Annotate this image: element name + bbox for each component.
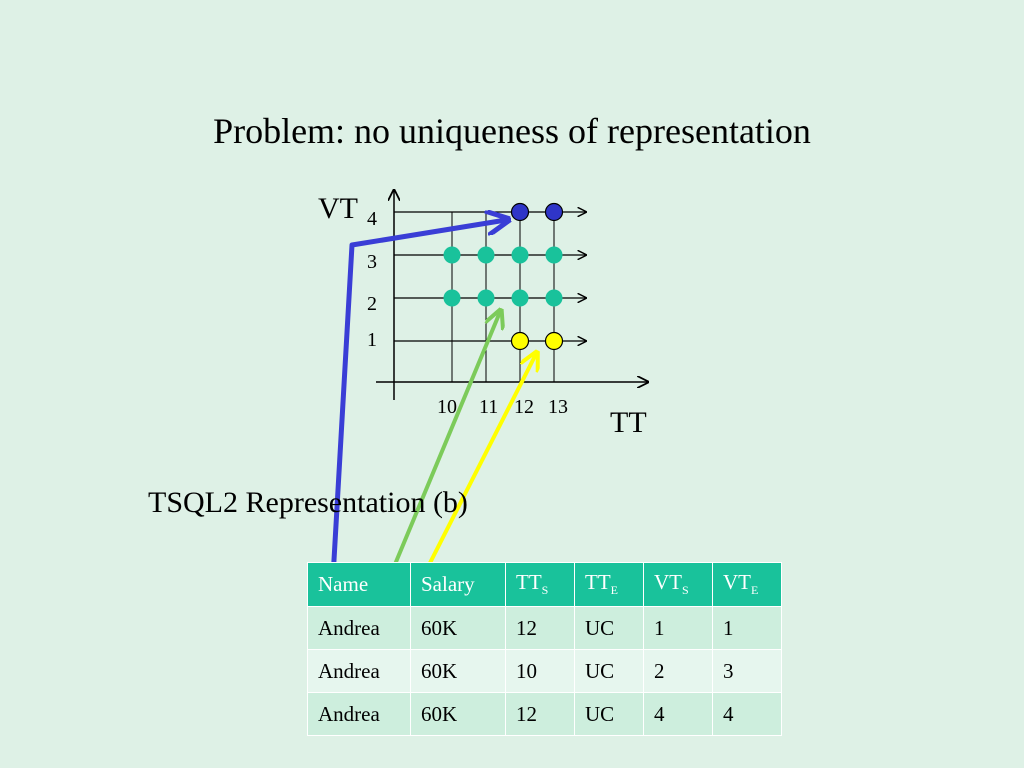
cell-vt-end: 1 (712, 606, 782, 650)
slide-title: Problem: no uniqueness of representation (213, 111, 811, 151)
table-row: Andrea 60K 12 UC 4 4 (307, 692, 782, 736)
point-tt11-vt3 (477, 246, 495, 264)
cell-tt-start: 10 (505, 649, 575, 693)
cell-tt-end: UC (574, 692, 644, 736)
tt-tick-12: 12 (514, 396, 534, 418)
cell-name: Andrea (307, 649, 411, 693)
point-tt11-vt2 (477, 289, 495, 307)
cell-vt-start: 2 (643, 649, 713, 693)
cell-vt-end: 3 (712, 649, 782, 693)
point-tt12-vt4 (510, 202, 530, 222)
point-tt13-vt1 (544, 331, 564, 351)
point-tt12-vt3 (511, 246, 529, 264)
points-layer (443, 202, 564, 351)
point-tt10-vt3 (443, 246, 461, 264)
tt-axis-label: TT (610, 406, 647, 439)
table-header-row: Name Salary TTS TTE VTS VTE (307, 562, 782, 607)
point-tt13-vt2 (545, 289, 563, 307)
cell-name: Andrea (307, 606, 411, 650)
vt-tick-4: 4 (367, 208, 377, 230)
cell-tt-start: 12 (505, 606, 575, 650)
point-tt13-vt3 (545, 246, 563, 264)
tt-tick-11: 11 (479, 396, 498, 418)
header-tt-end: TTE (574, 562, 644, 607)
point-tt12-vt2 (511, 289, 529, 307)
point-tt13-vt4 (544, 202, 564, 222)
header-salary: Salary (410, 562, 506, 607)
header-tt-start: TTS (505, 562, 575, 607)
vt-tick-3: 3 (367, 251, 377, 273)
point-tt12-vt1 (510, 331, 530, 351)
cell-salary: 60K (410, 606, 506, 650)
header-vt-start: VTS (643, 562, 713, 607)
header-name: Name (307, 562, 411, 607)
cell-name: Andrea (307, 692, 411, 736)
point-tt10-vt2 (443, 289, 461, 307)
cell-vt-start: 4 (643, 692, 713, 736)
cell-tt-end: UC (574, 649, 644, 693)
cell-salary: 60K (410, 649, 506, 693)
vt-tick-2: 2 (367, 293, 377, 315)
tsql2-table: Name Salary TTS TTE VTS VTE Andrea 60K 1… (307, 562, 782, 736)
cell-salary: 60K (410, 692, 506, 736)
vt-tick-1: 1 (367, 329, 377, 351)
cell-tt-start: 12 (505, 692, 575, 736)
tt-tick-13: 13 (548, 396, 568, 418)
header-vt-end: VTE (712, 562, 782, 607)
table-row: Andrea 60K 12 UC 1 1 (307, 606, 782, 650)
representation-subtitle: TSQL2 Representation (b) (148, 486, 468, 519)
tt-tick-10: 10 (437, 396, 457, 418)
vt-axis-label: VT (318, 192, 358, 225)
table-row: Andrea 60K 10 UC 2 3 (307, 649, 782, 693)
arrow-row3-to-vt4 (323, 220, 506, 701)
cell-vt-end: 4 (712, 692, 782, 736)
cell-vt-start: 1 (643, 606, 713, 650)
cell-tt-end: UC (574, 606, 644, 650)
